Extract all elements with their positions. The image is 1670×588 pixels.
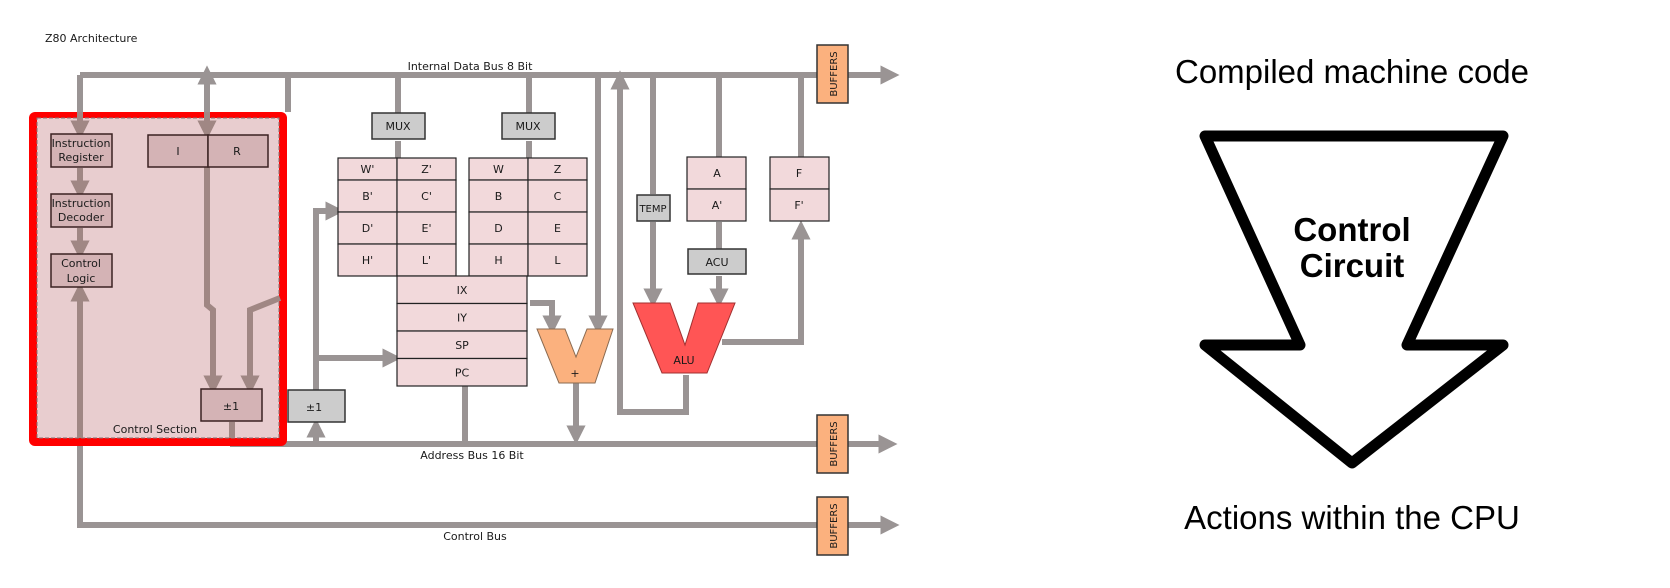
svg-text:Decoder: Decoder: [58, 211, 105, 224]
address-bus-buffers: BUFFERS: [816, 414, 849, 474]
main-register-cell: [527, 179, 588, 213]
control-circuit-label-line2: Circuit: [1300, 247, 1405, 284]
data-bus-buffers: BUFFERS: [816, 44, 849, 104]
main-register-label: D: [494, 222, 502, 235]
alt-register-label: B': [362, 190, 373, 203]
incdec-address: ±1: [287, 389, 346, 423]
incdec-control: ±1: [200, 388, 263, 422]
alu: ALU: [632, 302, 736, 374]
main-register-label: B: [495, 190, 503, 203]
svg-text:Instruction: Instruction: [52, 197, 111, 210]
svg-text:BUFFERS: BUFFERS: [829, 503, 840, 548]
svg-text:ACU: ACU: [705, 256, 728, 269]
index-register-set: IX IY SP PC: [396, 275, 528, 387]
f-prime-register: F': [794, 199, 803, 212]
instruction-decoder: Instruction Decoder: [50, 193, 113, 228]
alt-register-label: D': [362, 222, 374, 235]
index-register-cell: [396, 357, 528, 387]
control-logic: Control Logic: [50, 253, 113, 288]
alt-register-cell: [396, 211, 457, 245]
main-register-cell: [527, 243, 588, 277]
a-register: A: [713, 167, 721, 180]
alt-register-label: E': [422, 222, 432, 235]
index-register-label: IY: [457, 312, 467, 325]
r-register: R: [233, 145, 241, 158]
control-section: Instruction Register Instruction Decoder…: [29, 112, 287, 446]
flag-registers: F F': [769, 156, 830, 222]
alt-register-label: C': [421, 190, 432, 203]
alt-register-cell: [396, 243, 457, 277]
alt-register-cell: [337, 211, 398, 245]
svg-text:TEMP: TEMP: [638, 204, 666, 215]
diagram-title: Z80 Architecture: [45, 32, 138, 45]
svg-text:Logic: Logic: [67, 272, 96, 285]
control-circuit-arrow-icon: [1199, 130, 1509, 469]
svg-text:+: +: [570, 367, 579, 380]
alt-register-cell: [396, 179, 457, 213]
control-bus-buffers: BUFFERS: [816, 496, 849, 556]
a-prime-register: A': [712, 199, 723, 212]
i-register: I: [176, 145, 179, 158]
index-register-cell: [396, 275, 528, 305]
control-circuit-label-line1: Control: [1293, 211, 1410, 248]
temp-register: TEMP: [636, 194, 671, 222]
index-register-label: PC: [455, 367, 470, 380]
svg-text:ALU: ALU: [673, 354, 694, 367]
svg-text:MUX: MUX: [515, 120, 541, 133]
index-register-label: IX: [457, 284, 468, 297]
svg-text:±1: ±1: [306, 401, 322, 414]
main-register-label: W: [493, 163, 504, 176]
mux-right: MUX: [501, 112, 556, 140]
svg-text:BUFFERS: BUFFERS: [829, 421, 840, 466]
output-caption: Actions within the CPU: [1184, 499, 1520, 536]
alt-register-label: W': [361, 163, 375, 176]
svg-text:±1: ±1: [223, 400, 239, 413]
index-register-label: SP: [455, 339, 469, 352]
acu: ACU: [687, 248, 747, 275]
main-register-cell: [468, 211, 529, 245]
accumulator-registers: A A': [686, 156, 747, 222]
mux-left: MUX: [371, 112, 426, 140]
alt-register-label: Z': [421, 163, 432, 176]
svg-text:Register: Register: [58, 151, 104, 164]
data-bus-label: Internal Data Bus 8 Bit: [408, 60, 533, 73]
control-bus-label: Control Bus: [443, 530, 507, 543]
input-caption: Compiled machine code: [1175, 53, 1529, 90]
svg-text:Control: Control: [61, 257, 101, 270]
instruction-register: Instruction Register: [50, 133, 113, 168]
address-bus-label: Address Bus 16 Bit: [420, 449, 524, 462]
main-register-cell: [468, 179, 529, 213]
svg-text:BUFFERS: BUFFERS: [829, 51, 840, 96]
alt-register-cell: [337, 179, 398, 213]
i-r-registers: I R: [147, 134, 269, 168]
svg-text:Instruction: Instruction: [52, 137, 111, 150]
main-register-set: W Z B C D E H L: [468, 157, 588, 277]
address-adder: +: [536, 328, 614, 384]
alt-register-label: H': [362, 254, 373, 267]
alt-register-cell: [337, 243, 398, 277]
main-register-label: Z: [554, 163, 562, 176]
alt-register-label: L': [422, 254, 431, 267]
main-register-label: C: [554, 190, 562, 203]
svg-text:MUX: MUX: [385, 120, 411, 133]
index-register-cell: [396, 302, 528, 332]
main-register-cell: [527, 211, 588, 245]
f-register: F: [796, 167, 802, 180]
main-register-label: L: [554, 254, 561, 267]
control-section-label: Control Section: [113, 423, 197, 436]
main-register-label: E: [554, 222, 561, 235]
alternate-register-set: W' Z' B' C' D' E' H' L': [337, 157, 457, 277]
main-register-label: H: [494, 254, 502, 267]
